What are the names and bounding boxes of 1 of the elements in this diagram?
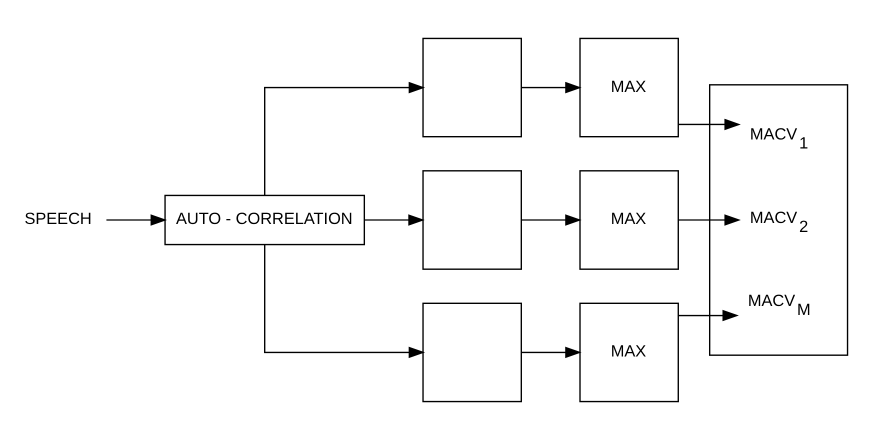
node-text: SPEECH	[24, 210, 92, 228]
